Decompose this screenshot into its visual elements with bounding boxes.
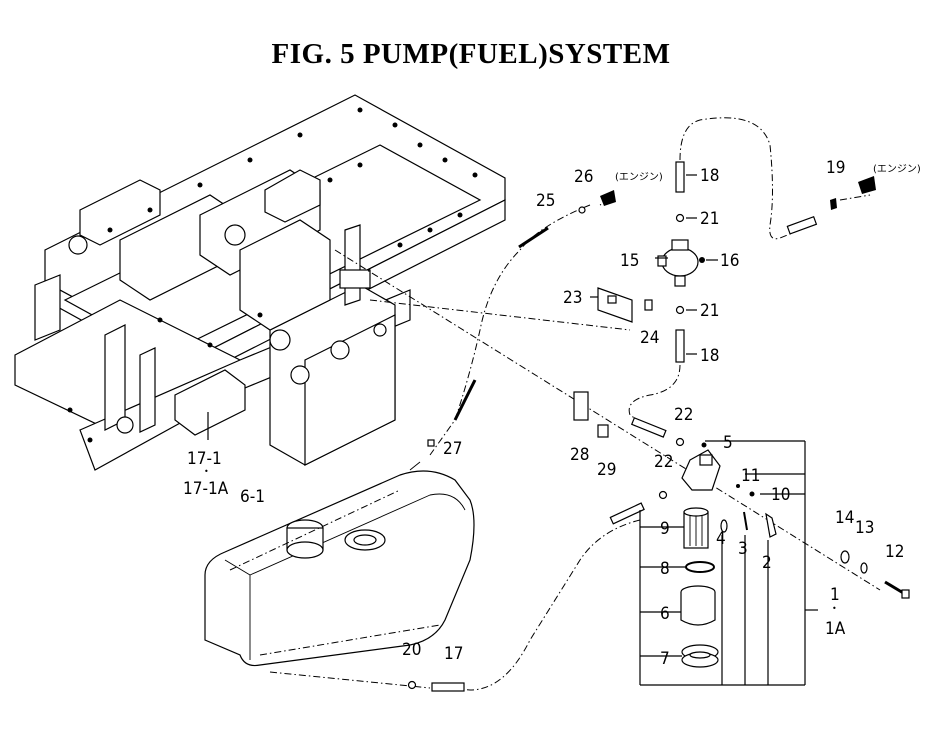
callout-9: 9 bbox=[660, 519, 670, 539]
engine-arrow-icon-right bbox=[858, 176, 876, 194]
callout-18-upper: 18 bbox=[700, 166, 719, 186]
leader-lines bbox=[590, 174, 718, 355]
callout-5: 5 bbox=[723, 433, 733, 453]
part-11-washer bbox=[736, 484, 740, 488]
part-13-washer bbox=[860, 562, 868, 574]
part-9-filter-element bbox=[683, 507, 709, 549]
callout-22-upper: 22 bbox=[674, 405, 693, 425]
callout-4: 4 bbox=[716, 529, 726, 549]
callout-13: 13 bbox=[855, 518, 874, 538]
callout-7: 7 bbox=[660, 649, 670, 669]
part-1-fuel-filter-head bbox=[681, 442, 721, 491]
engine-arrow-icon-left bbox=[600, 190, 616, 206]
engine-note-left: (エンジン) bbox=[615, 172, 663, 183]
callout-26: 26 bbox=[574, 167, 593, 187]
svg-text:•: • bbox=[204, 467, 209, 476]
callout-22-lower: 22 bbox=[654, 452, 673, 472]
part-22-clamp-lower bbox=[658, 490, 668, 500]
part-19-hose-end bbox=[786, 215, 818, 235]
callout-28: 28 bbox=[570, 445, 589, 465]
part-25-hose bbox=[518, 226, 549, 249]
part-8-o-ring bbox=[685, 561, 715, 573]
callout-6: 6 bbox=[660, 604, 670, 624]
part-27-hose bbox=[453, 379, 477, 421]
part-23-bracket bbox=[597, 287, 633, 323]
part-17-hose bbox=[431, 682, 465, 692]
callout-10: 10 bbox=[771, 485, 790, 505]
part-10-bolt bbox=[749, 491, 755, 497]
callout-17-1A: 17-1A bbox=[183, 479, 229, 499]
filter-assembly-brackets bbox=[639, 440, 818, 686]
part-29-bolt bbox=[597, 424, 609, 438]
part-2-lever bbox=[765, 512, 777, 538]
part-7-ring-nut bbox=[681, 644, 719, 668]
callout-20: 20 bbox=[402, 640, 421, 660]
chassis-frame bbox=[14, 94, 506, 471]
part-21-clamp-upper bbox=[675, 213, 685, 223]
part-18-hose-upper bbox=[675, 161, 685, 193]
part-12-bolt bbox=[884, 580, 910, 599]
part-26-clamp bbox=[578, 206, 586, 214]
part-16-bolt bbox=[699, 257, 705, 263]
callout-1: 1 bbox=[830, 585, 840, 605]
callout-29: 29 bbox=[597, 460, 616, 480]
fuel-tank bbox=[204, 461, 475, 667]
callout-1A: 1A bbox=[825, 619, 846, 639]
callout-2: 2 bbox=[762, 553, 772, 573]
svg-text:•: • bbox=[832, 604, 837, 613]
part-28-bracket bbox=[573, 391, 589, 421]
part-14-washer bbox=[840, 550, 850, 564]
part-19-clamp bbox=[830, 198, 837, 210]
filter-inlet-hose bbox=[630, 417, 667, 438]
part-24-bolt bbox=[644, 299, 653, 311]
callout-16: 16 bbox=[720, 251, 739, 271]
hose-routing bbox=[269, 117, 881, 691]
callout-11: 11 bbox=[741, 466, 760, 486]
callout-3: 3 bbox=[738, 539, 748, 559]
callout-14: 14 bbox=[835, 508, 854, 528]
callout-15: 15 bbox=[620, 251, 639, 271]
part-27-clamp bbox=[427, 439, 435, 447]
callout-19: 19 bbox=[826, 158, 845, 178]
callout-17: 17 bbox=[444, 644, 463, 664]
part-18-hose-lower bbox=[675, 329, 685, 363]
callout-18-lower: 18 bbox=[700, 346, 719, 366]
callout-8: 8 bbox=[660, 559, 670, 579]
callout-labels: 1 • 1A 2 3 4 5 6 6-1 7 8 9 10 11 12 13 1… bbox=[183, 158, 921, 669]
callout-24: 24 bbox=[640, 328, 659, 348]
callout-17-1: 17-1 bbox=[187, 449, 222, 469]
figure-title: FIG. 5 PUMP(FUEL)SYSTEM bbox=[271, 38, 671, 70]
filter-outlet-hose bbox=[609, 502, 645, 525]
part-22-clamp-upper bbox=[675, 437, 685, 447]
part-15-fuel-pump bbox=[657, 239, 699, 287]
callout-25: 25 bbox=[536, 191, 555, 211]
callout-12: 12 bbox=[885, 542, 904, 562]
callout-27: 27 bbox=[443, 439, 462, 459]
part-21-clamp-lower bbox=[675, 305, 685, 315]
callout-21-lower: 21 bbox=[700, 301, 719, 321]
engine-note-right: (エンジン) bbox=[873, 164, 921, 175]
callout-6-1: 6-1 bbox=[240, 487, 265, 507]
part-3-pin bbox=[743, 511, 748, 531]
part-23-bracket-slot bbox=[607, 295, 617, 304]
part-4-seal bbox=[720, 519, 728, 533]
callout-23: 23 bbox=[563, 288, 582, 308]
part-6-filter-bowl bbox=[680, 585, 716, 626]
callout-21-upper: 21 bbox=[700, 209, 719, 229]
part-20-clamp bbox=[407, 680, 417, 690]
